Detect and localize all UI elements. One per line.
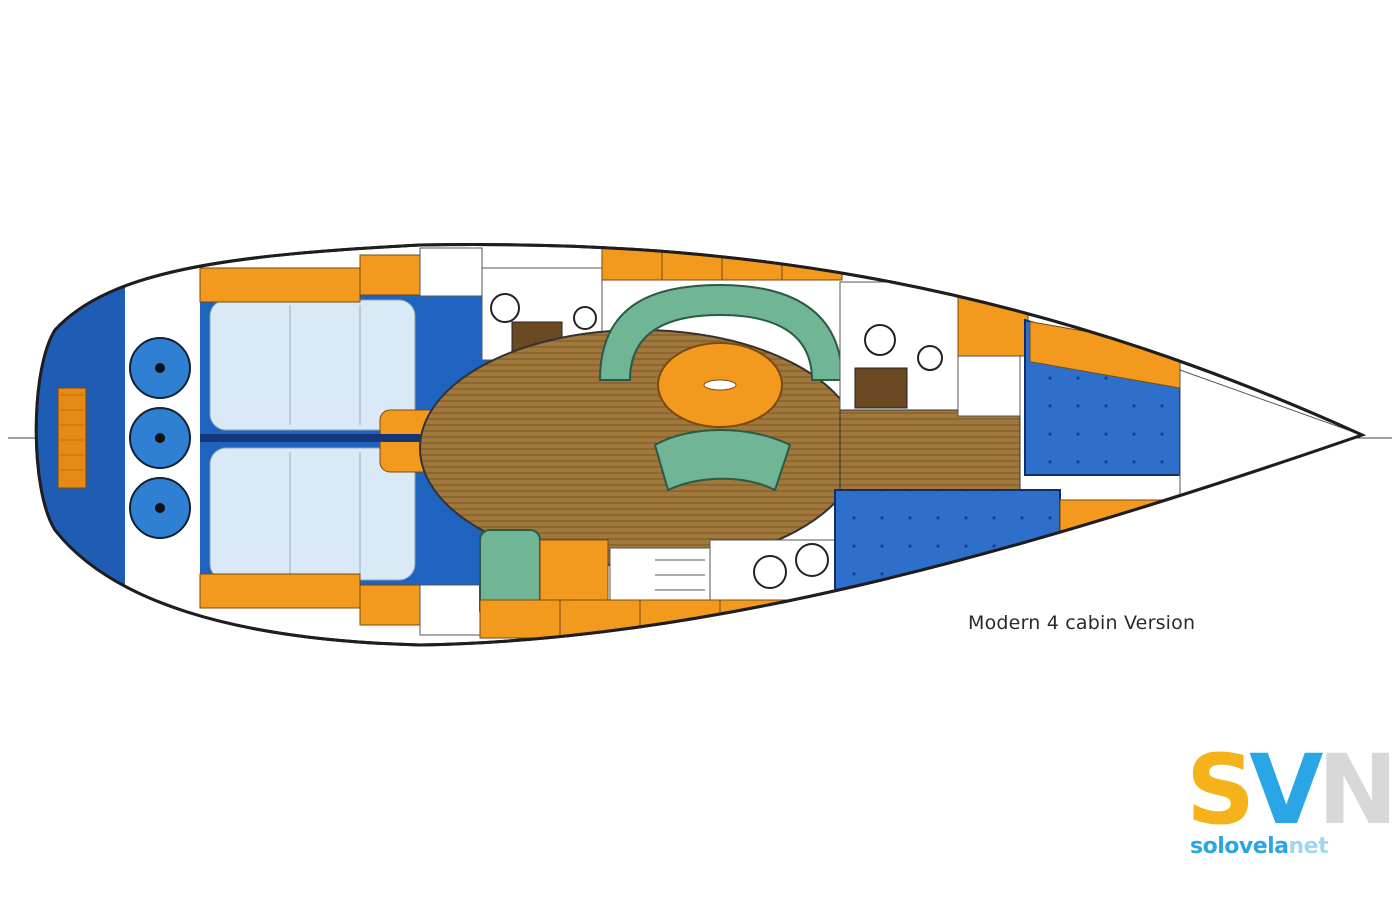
layout-caption: Modern 4 cabin Version [968,612,1196,634]
saloon-stool [653,429,792,492]
logo-letter-n: N [1317,734,1397,846]
stove-icon [609,547,711,609]
winch-icon [129,337,191,399]
bow-deck [1179,369,1362,501]
winch-icon [129,477,191,539]
winch-icon [129,407,191,469]
logo-letter-s: S [1186,734,1255,846]
transom-step [57,387,87,489]
aft-berth-port [209,299,416,431]
sink-icon [753,555,787,589]
logo-wordmark-main: solovela [1190,834,1289,859]
sink-icon [573,306,597,330]
toilet-icon [490,293,520,323]
logo-wordmark-suffix: net [1288,834,1329,859]
solovela-logo[interactable]: SVN solovelanet [1186,742,1398,872]
logo-wordmark: solovelanet [1190,834,1329,859]
logo-letter-v: V [1249,734,1323,846]
logo-letters: SVN [1186,742,1398,838]
sink-icon [917,345,943,371]
forward-berth-starboard [834,489,1061,612]
toilet-icon [864,324,896,356]
